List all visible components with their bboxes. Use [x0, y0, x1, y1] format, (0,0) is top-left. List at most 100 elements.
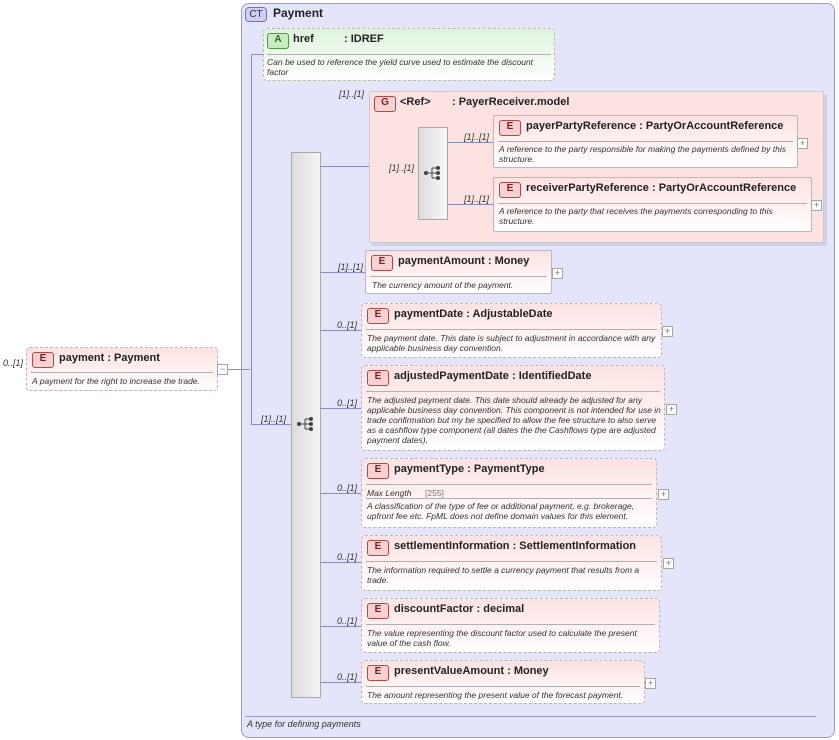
group-badge: G — [374, 96, 396, 112]
element-name: adjustedPaymentDate : IdentifiedDate — [394, 370, 592, 382]
element-documentation: The information required to settle a cur… — [367, 565, 640, 585]
root-element-payment[interactable]: E payment : Payment A payment for the ri… — [26, 347, 218, 391]
element-name: paymentType : PaymentType — [394, 463, 545, 475]
choice-icon — [424, 166, 440, 180]
connector-line — [321, 408, 361, 409]
group-name: <Ref> — [400, 96, 431, 108]
element-documentation: A reference to the party that receives t… — [499, 206, 773, 226]
element-badge: E — [499, 120, 521, 136]
element-cardinality: [1]..[1] — [464, 194, 490, 204]
divider — [366, 484, 652, 485]
divider — [245, 716, 816, 717]
element-documentation: A reference to the party responsible for… — [499, 144, 786, 164]
element-cardinality: 0..[1] — [337, 483, 358, 493]
plus-icon[interactable]: + — [797, 138, 808, 149]
attribute-href[interactable]: A href : IDREF Can be used to reference … — [263, 28, 555, 81]
divider — [370, 276, 547, 277]
connector-line — [321, 330, 361, 331]
element-cardinality: 0..[1] — [337, 398, 358, 408]
element-cardinality: [1]..[1] — [338, 262, 364, 272]
element-badge: E — [367, 463, 389, 479]
element-name: payment : Payment — [59, 352, 160, 364]
plus-icon[interactable]: + — [663, 558, 674, 569]
choice-cardinality: [1]..[1] — [389, 163, 415, 173]
plus-icon[interactable]: + — [645, 678, 656, 689]
connector-line — [251, 54, 252, 425]
element-name: receiverPartyReference : PartyOrAccountR… — [526, 182, 797, 194]
element-discount-factor[interactable]: E discountFactor : decimal The value rep… — [361, 598, 660, 653]
element-payment-amount[interactable]: E paymentAmount : Money The currency amo… — [365, 250, 552, 294]
divider — [31, 372, 213, 373]
element-documentation: A payment for the right to increase the … — [32, 376, 200, 386]
connector-line — [321, 682, 361, 683]
element-badge: E — [367, 540, 389, 556]
divider — [366, 561, 657, 562]
minus-icon[interactable]: − — [217, 364, 228, 375]
connector-line — [251, 54, 263, 55]
attribute-name: href — [293, 33, 314, 45]
sequence-icon — [297, 417, 313, 431]
element-badge: E — [32, 352, 54, 368]
group-type: : PayerReceiver.model — [452, 96, 570, 108]
attribute-documentation: Can be used to reference the yield curve… — [267, 57, 534, 77]
element-cardinality: 0..[1] — [337, 672, 358, 682]
element-documentation: The currency amount of the payment. — [372, 280, 514, 290]
element-documentation: The amount representing the present valu… — [367, 690, 624, 700]
element-settlement-information[interactable]: E settlementInformation : SettlementInfo… — [361, 535, 662, 591]
element-cardinality: 0..[1] — [337, 616, 358, 626]
element-cardinality: 0..[1] — [337, 552, 358, 562]
plus-icon[interactable]: + — [662, 326, 673, 337]
connector-line — [321, 562, 361, 563]
element-cardinality: [1]..[1] — [464, 132, 490, 142]
sequence-cardinality: [1]..[1] — [261, 414, 287, 424]
plus-icon[interactable]: + — [811, 200, 822, 211]
element-documentation: The adjusted payment date. This date sho… — [367, 395, 661, 445]
element-badge: E — [367, 603, 389, 619]
facet-value: [255] — [425, 488, 444, 498]
element-present-value-amount[interactable]: E presentValueAmount : Money The amount … — [361, 660, 645, 704]
element-payment-date[interactable]: E paymentDate : AdjustableDate The payme… — [361, 303, 662, 358]
element-badge: E — [499, 182, 521, 198]
element-badge: E — [367, 370, 389, 386]
element-name: discountFactor : decimal — [394, 603, 525, 615]
connector-line — [321, 166, 369, 167]
connector-line — [218, 369, 250, 370]
attribute-badge: A — [267, 33, 289, 49]
element-cardinality: 0..[1] — [337, 320, 358, 330]
divider — [267, 54, 551, 55]
element-badge: E — [367, 308, 389, 324]
element-documentation: The payment date. This date is subject t… — [367, 333, 656, 353]
divider — [366, 329, 657, 330]
element-payer-party-reference[interactable]: E payerPartyReference : PartyOrAccountRe… — [493, 115, 798, 168]
element-payment-type[interactable]: E paymentType : PaymentType Max Length [… — [361, 458, 657, 528]
divider — [498, 203, 807, 204]
element-name: payerPartyReference : PartyOrAccountRefe… — [526, 120, 784, 132]
divider — [366, 686, 640, 687]
element-badge: E — [371, 255, 393, 271]
connector-line — [251, 424, 291, 425]
plus-icon[interactable]: + — [666, 404, 677, 415]
plus-icon[interactable]: + — [552, 268, 563, 279]
plus-icon[interactable]: + — [658, 489, 669, 500]
complex-type-badge: CT — [245, 7, 267, 22]
element-adjusted-payment-date[interactable]: E adjustedPaymentDate : IdentifiedDate T… — [361, 365, 665, 451]
facet-label: Max Length — [367, 488, 412, 498]
group-cardinality: [1]..[1] — [339, 89, 365, 99]
complex-type-documentation: A type for defining payments — [247, 719, 361, 729]
connector-line — [448, 204, 493, 205]
connector-line — [321, 626, 361, 627]
complex-type-title: Payment — [273, 6, 324, 20]
element-name: settlementInformation : SettlementInform… — [394, 540, 637, 552]
element-receiver-party-reference[interactable]: E receiverPartyReference : PartyOrAccoun… — [493, 177, 812, 232]
element-badge: E — [367, 665, 389, 681]
attribute-type: : IDREF — [344, 33, 384, 45]
divider — [366, 624, 655, 625]
connector-line — [321, 493, 361, 494]
element-documentation: A classification of the type of fee or a… — [367, 501, 635, 521]
sequence-compositor — [291, 152, 321, 698]
element-name: paymentAmount : Money — [398, 255, 530, 267]
connector-line — [448, 142, 493, 143]
element-name: presentValueAmount : Money — [394, 665, 549, 677]
element-documentation: The value representing the discount fact… — [367, 628, 637, 648]
divider — [498, 141, 793, 142]
